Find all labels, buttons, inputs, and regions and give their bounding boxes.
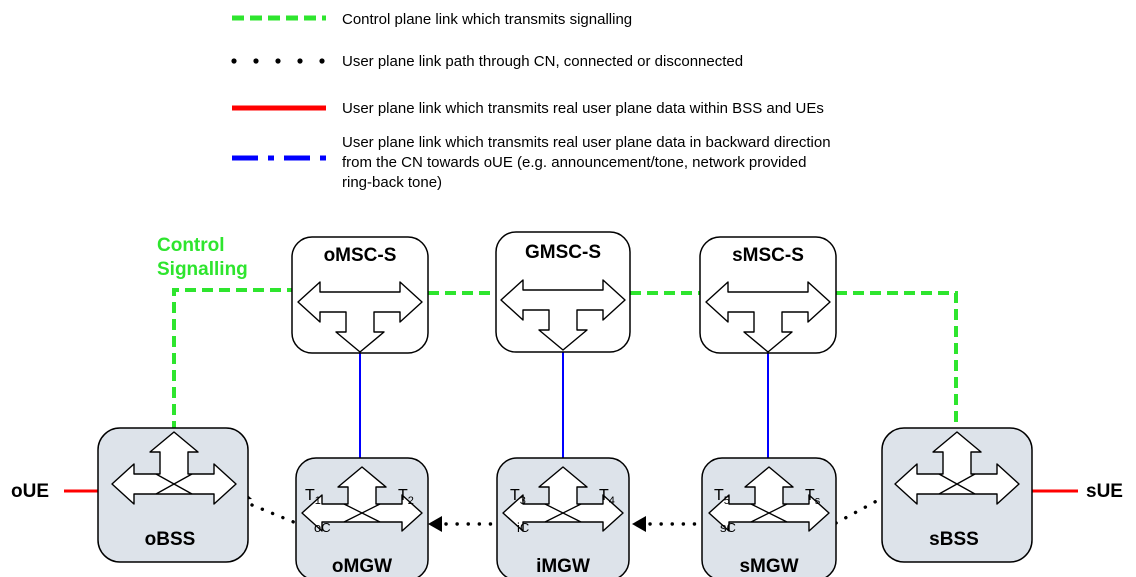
- legend-control-plane-text: Control plane link which transmits signa…: [342, 11, 632, 28]
- mgw-cross-switch-icon: [502, 466, 624, 532]
- bss-cross-switch-icon: [894, 431, 1020, 505]
- node-omgw-label: oMGW: [332, 556, 392, 577]
- node-smsc[interactable]: sMSC-S: [699, 236, 837, 354]
- omgw-termination-left: T1: [305, 487, 321, 507]
- imgw-termination-left: T3: [510, 487, 526, 507]
- smgw-context-label: sC: [720, 520, 736, 535]
- legend-backward-line-3: ring-back tone): [342, 174, 442, 191]
- arrowhead-imgw: [632, 516, 646, 532]
- imgw-termination-right: T4: [599, 487, 615, 507]
- arrowhead-omgw: [428, 516, 442, 532]
- node-omsc[interactable]: oMSC-S: [291, 236, 429, 354]
- omgw-termination-right: T2: [398, 487, 414, 507]
- omgw-context-label: oC: [314, 520, 331, 535]
- node-obss-label: oBSS: [145, 529, 196, 550]
- node-gmsc-label: GMSC-S: [525, 242, 601, 263]
- node-obss[interactable]: oBSS: [97, 427, 249, 563]
- user-plane-smgw-sbss: [834, 495, 886, 525]
- node-imgw-label: iMGW: [536, 556, 590, 577]
- node-smgw[interactable]: T5 Ts sC sMGW: [701, 457, 837, 577]
- msc-switch-icon: [500, 279, 626, 351]
- user-plane-obss-omgw: [250, 503, 298, 525]
- endpoint-oue: oUE: [11, 481, 49, 502]
- control-signalling-label-line-1: Control: [157, 235, 225, 256]
- node-gmsc[interactable]: GMSC-S: [495, 231, 631, 353]
- legend: Control plane link which transmits signa…: [231, 11, 831, 191]
- msc-switch-icon: [705, 281, 831, 353]
- mgw-cross-switch-icon: [708, 466, 830, 532]
- signalling-obss-omsc: [172, 288, 298, 432]
- mgw-control-links: [359, 352, 769, 460]
- legend-backward-line-2: from the CN towards oUE (e.g. announceme…: [342, 154, 806, 171]
- node-sbss[interactable]: sBSS: [881, 427, 1033, 563]
- imgw-context-label: iC: [517, 520, 529, 535]
- smgw-termination-left: T5: [714, 487, 730, 507]
- bss-cross-switch-icon: [111, 431, 237, 505]
- node-sbss-label: sBSS: [929, 529, 979, 550]
- node-smgw-label: sMGW: [739, 556, 798, 577]
- legend-user-plane-cn-text: User plane link path through CN, connect…: [342, 53, 743, 70]
- mgw-cross-switch-icon: [301, 466, 423, 532]
- node-imgw[interactable]: T3 T4 iC iMGW: [496, 457, 630, 577]
- smgw-termination-right: Ts: [805, 487, 821, 507]
- node-omsc-label: oMSC-S: [324, 245, 397, 266]
- signalling-links: [172, 288, 958, 432]
- legend-backward-line-1: User plane link which transmits real use…: [342, 134, 831, 151]
- legend-dots-sample: [231, 58, 325, 64]
- node-omgw[interactable]: T1 T2 oC oMGW: [295, 457, 429, 577]
- user-plane-core-links: [250, 495, 886, 526]
- endpoint-sue: sUE: [1086, 481, 1123, 502]
- node-smsc-label: sMSC-S: [732, 245, 804, 266]
- msc-switch-icon: [297, 281, 423, 353]
- control-signalling-label-line-2: Signalling: [157, 259, 248, 280]
- signalling-smsc-sbss: [836, 291, 958, 432]
- legend-user-plane-bss-text: User plane link which transmits real use…: [342, 100, 824, 117]
